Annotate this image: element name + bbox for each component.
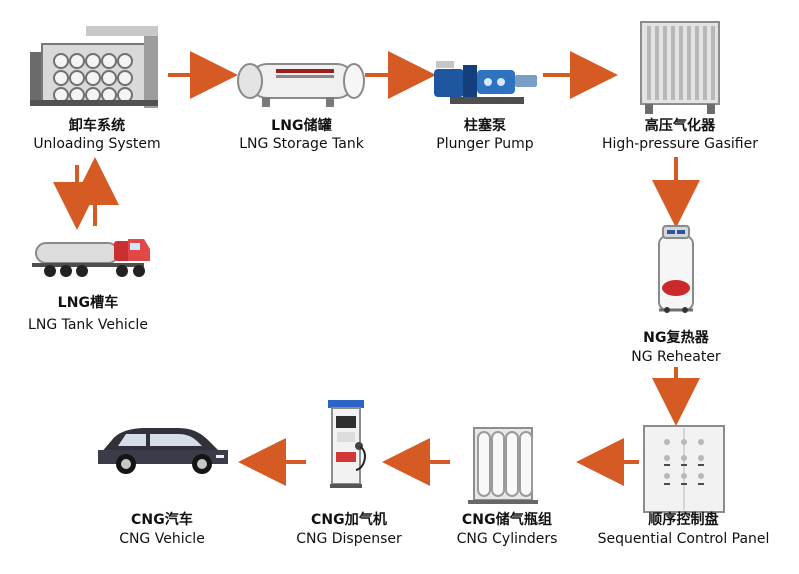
lng-tank-vehicle-node: LNG槽车 LNG Tank Vehicle: [18, 225, 158, 335]
sequential-control-panel-en-label: Sequential Control Panel: [597, 531, 770, 547]
cng-vehicle-node: CNG汽车 CNG Vehicle: [86, 418, 238, 550]
lng-storage-tank-node: LNG储罐 LNG Storage Tank: [224, 38, 379, 158]
storage-tank-icon: [236, 56, 366, 114]
plunger-pump-icon: [432, 53, 542, 113]
cng-dispenser-cn-label: CNG加气机: [310, 512, 388, 528]
cng-cylinders-cn-label: CNG储气瓶组: [461, 512, 553, 528]
cng-vehicle-cn-label: CNG汽车: [131, 512, 193, 528]
unloading-system-cn-label: 卸车系统: [68, 118, 126, 134]
cng-dispenser-node: CNG加气机 CNG Dispenser: [288, 398, 410, 550]
high-pressure-gasifier-node: 高压气化器 High-pressure Gasifier: [585, 16, 775, 158]
car-icon: [90, 418, 234, 478]
unloading-system-icon: [30, 18, 170, 114]
sequential-control-panel-node: 顺序控制盘 Sequential Control Panel: [586, 422, 781, 550]
lng-tank-vehicle-en-label: LNG Tank Vehicle: [28, 317, 148, 333]
control-panel-icon: [640, 422, 728, 516]
cng-dispenser-en-label: CNG Dispenser: [296, 531, 402, 547]
plunger-pump-node: 柱塞泵 Plunger Pump: [420, 38, 550, 158]
unloading-system-node: 卸车系统 Unloading System: [22, 18, 172, 160]
cng-cylinders-node: CNG储气瓶组 CNG Cylinders: [446, 422, 568, 550]
ng-reheater-node: NG复热器 NG Reheater: [612, 222, 740, 364]
lng-storage-tank-en-label: LNG Storage Tank: [239, 136, 364, 152]
ng-reheater-en-label: NG Reheater: [631, 349, 721, 365]
lng-tank-vehicle-cn-label: LNG槽车: [57, 295, 119, 311]
sequential-control-panel-cn-label: 顺序控制盘: [648, 512, 719, 528]
tank-truck-icon: [26, 225, 156, 287]
reheater-icon: [649, 222, 703, 316]
high-pressure-gasifier-cn-label: 高压气化器: [644, 118, 716, 134]
gas-cylinders-icon: [462, 426, 542, 510]
cng-cylinders-en-label: CNG Cylinders: [456, 531, 558, 547]
dispenser-icon: [322, 398, 370, 490]
high-pressure-gasifier-en-label: High-pressure Gasifier: [602, 136, 758, 152]
plunger-pump-en-label: Plunger Pump: [436, 136, 534, 152]
ng-reheater-cn-label: NG复热器: [643, 330, 709, 346]
gasifier-icon: [637, 16, 723, 116]
lng-storage-tank-cn-label: LNG储罐: [271, 118, 332, 134]
unloading-system-en-label: Unloading System: [33, 136, 161, 152]
plunger-pump-cn-label: 柱塞泵: [463, 118, 507, 134]
cng-vehicle-en-label: CNG Vehicle: [119, 531, 205, 547]
